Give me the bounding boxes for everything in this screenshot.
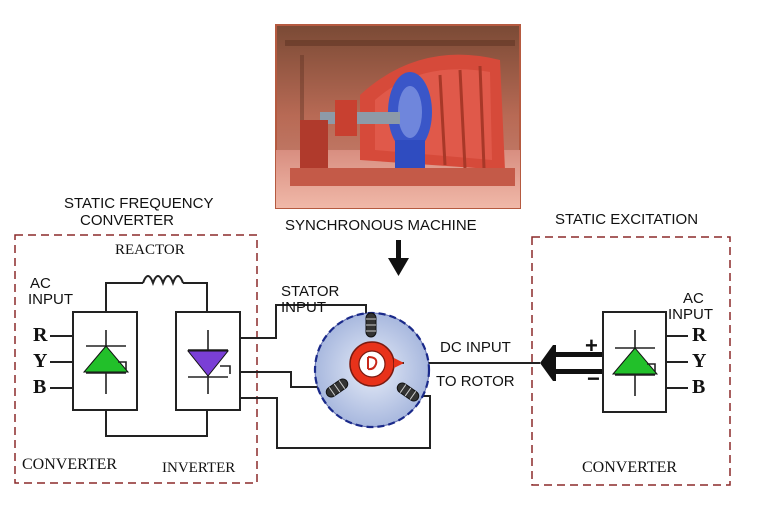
converter-block-right — [602, 311, 667, 413]
stator-input-line2: INPUT — [281, 299, 326, 316]
ac-input-right-line2: INPUT — [668, 306, 713, 323]
phase-left-y: Y — [33, 350, 48, 372]
converter-left-label: CONVERTER — [22, 456, 118, 473]
stator-input-line1: STATOR — [281, 283, 340, 300]
reactor-label: REACTOR — [115, 242, 185, 258]
sfc-wiring — [50, 275, 208, 437]
ac-input-left-line2: INPUT — [28, 291, 73, 308]
reactor-coil — [142, 275, 184, 286]
inverter-block — [175, 311, 241, 411]
stator-coil-top — [365, 312, 377, 338]
ac-input-left-line1: AC — [30, 275, 51, 292]
converter-block-left — [72, 311, 138, 411]
down-arrow — [388, 240, 409, 276]
synchronous-machine-photo — [275, 24, 521, 209]
phase-right-b: B — [692, 376, 706, 398]
plus-sign: + — [585, 333, 598, 358]
dc-input-label: DC INPUT — [440, 339, 511, 356]
converter-right-label: CONVERTER — [582, 459, 678, 476]
excitation-dashed-box — [531, 236, 731, 486]
excitation-ac-leads — [666, 335, 688, 389]
stator-coil-right — [396, 382, 420, 402]
phase-left-b: B — [33, 376, 47, 398]
static-excitation-label: STATIC EXCITATION — [555, 211, 699, 228]
ac-input-right-line1: AC — [683, 290, 704, 307]
excitation-dc-connector — [540, 345, 604, 381]
rotor — [349, 341, 404, 387]
sfc-dashed-box — [14, 234, 258, 484]
inverter-label: INVERTER — [162, 460, 236, 476]
stator-wiring — [240, 304, 540, 449]
phase-left-r: R — [33, 324, 48, 346]
stator-coil-left — [325, 378, 349, 398]
sfc-title-line1: STATIC FREQUENCY — [64, 195, 214, 212]
to-rotor-label: TO ROTOR — [436, 373, 515, 390]
sync-machine-label: SYNCHRONOUS MACHINE — [285, 217, 477, 234]
minus-sign: − — [587, 366, 600, 391]
phase-right-r: R — [692, 324, 707, 346]
phase-right-y: Y — [692, 350, 707, 372]
sfc-title-line2: CONVERTER — [80, 212, 174, 229]
